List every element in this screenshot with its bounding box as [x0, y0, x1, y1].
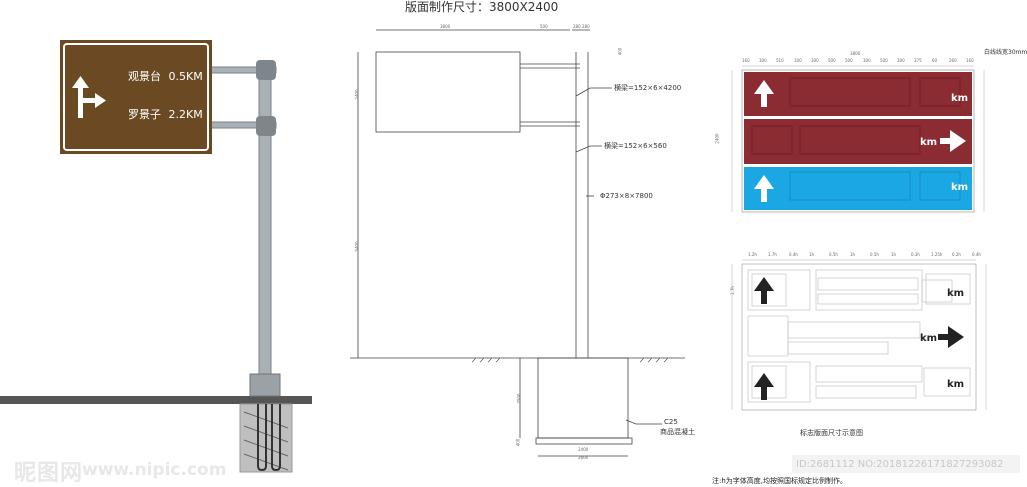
brown-sign-board — [60, 40, 212, 154]
red-panel-2 — [744, 119, 972, 164]
schematic-top-dim-10: 0.2h — [952, 252, 961, 257]
schematic-top-dim-6: 0.5h — [870, 252, 879, 257]
ground-strip — [0, 396, 312, 404]
sign-line1-place: 观景台 — [128, 70, 161, 83]
dim-height: 2400 — [354, 89, 360, 100]
concrete-type-label: 商品混凝土 — [660, 428, 695, 436]
color-panel — [731, 65, 985, 213]
schematic-right-arrow-icon — [938, 326, 964, 348]
panel-up-arrow-icon-1 — [754, 80, 774, 107]
dim-width: 3800 — [440, 24, 451, 29]
sign-line1: 观景台 0.5KM — [128, 68, 203, 84]
panel-top-dim-8: 500 — [880, 58, 888, 63]
sign-line1-dist: 0.5KM — [168, 70, 203, 83]
schematic-top-dim-3: 1h — [809, 252, 815, 257]
schematic-side-dim: 1.7h — [729, 286, 735, 295]
dim-column: 5400 — [354, 241, 360, 252]
schematic-km-1: km — [947, 288, 965, 299]
watermark-brand: 昵图网 — [14, 461, 84, 486]
schematic-top-dim-2: 0.4h — [789, 252, 798, 257]
red-panel-1 — [744, 72, 972, 116]
panel-width-dim: 3800 — [850, 51, 861, 56]
schematic-top-dim-1: 1.7h — [768, 252, 777, 257]
schematic-caption: 标志版面尺寸示意图 — [800, 429, 863, 437]
panel-top-dim-7: 300 — [863, 58, 871, 63]
panel-top-dim-11: 60 — [932, 58, 938, 63]
schematic-km-3: km — [947, 379, 965, 390]
watermark-id: ID:2681112 NO:20181226171827293082 — [796, 459, 1004, 470]
ground-hatch — [471, 357, 669, 363]
blue-panel — [744, 167, 972, 210]
dim-top-a: 280 — [573, 24, 581, 29]
anchor-bolts — [257, 404, 281, 471]
watermark-url: www.nipic.com — [82, 460, 227, 480]
dim-side: 400 — [617, 47, 623, 56]
panel-top-dim-2: 510 — [776, 58, 784, 63]
schematic-top-dim-9: 1.25h — [931, 252, 943, 257]
panel-top-dim-0: 160 — [742, 58, 750, 63]
elevation-drawing — [350, 29, 685, 457]
pole — [258, 65, 272, 385]
dim-depth: 2500 — [516, 393, 522, 404]
panel-up-arrow-icon-2 — [754, 175, 774, 202]
schematic-up-arrow-icon-1 — [754, 277, 774, 304]
panel-km-1: km — [951, 93, 969, 104]
sign-line2-dist: 2.2KM — [168, 108, 203, 121]
concrete-label: C25 — [664, 418, 678, 426]
pole-base — [249, 373, 281, 397]
clamp-bottom — [256, 116, 276, 136]
panel-top-dim-4: 300 — [811, 58, 819, 63]
schematic-up-arrow-icon-2 — [754, 373, 774, 400]
sign-line2-place: 罗景子 — [128, 108, 161, 121]
schematic-top-dim-0: 1.2h — [748, 252, 757, 257]
panel-top-dim-3: 100 — [794, 58, 802, 63]
white-line-note: 白线线宽30mm — [984, 49, 1027, 56]
schematic-top-dim-11: 0.4h — [972, 252, 981, 257]
panel-top-dim-1: 300 — [759, 58, 767, 63]
panel-top-dims: 160 300 510 100 300 500 500 300 500 300 375 60 260 16… — [742, 58, 974, 66]
pole-label: Φ273×8×7800 — [600, 192, 653, 200]
panel-top-dim-10: 375 — [914, 58, 922, 63]
schematic-top-dims: 1.2h 1.7h 0.4h 1h 0.5h 1h 0.5h 1h 0.3h 1.25h 0.2h 0… — [748, 252, 981, 260]
page-title: 版面制作尺寸：3800X2400 — [405, 0, 559, 14]
dim-base: 400 — [515, 438, 521, 447]
beam2-label: 横梁=152×6×560 — [604, 142, 667, 150]
schematic-top-dim-7: 1h — [891, 252, 897, 257]
panel-top-dim-6: 500 — [845, 58, 853, 63]
dim-mid: 500 — [540, 24, 548, 29]
sign-border — [63, 43, 209, 151]
panel-top-dim-5: 500 — [828, 58, 836, 63]
footnote: 注:h为字体高度,均按照国标规定比例制作。 — [712, 477, 848, 485]
panel-km-3: km — [951, 182, 969, 193]
panel-km-2: km — [920, 137, 938, 148]
schematic-top-dim-5: 1h — [850, 252, 856, 257]
panel-right-arrow-icon — [940, 130, 966, 152]
dim-foot-a: 2400 — [578, 447, 589, 452]
watermark-id-bar — [792, 455, 1020, 473]
sign-line2: 罗景子 2.2KM — [128, 106, 203, 122]
schematic-top-dim-8: 0.3h — [911, 252, 920, 257]
beam1-label: 横梁=152×6×4200 — [614, 84, 682, 92]
panel-side-dim: 2400 — [714, 133, 720, 144]
board-outline — [375, 51, 521, 133]
arrow-up-right-icon — [72, 76, 106, 118]
photo-sign-illustration — [0, 40, 312, 473]
clamp-top — [256, 60, 276, 80]
dim-top-b: 280 — [582, 24, 590, 29]
panel-top-dim-12: 260 — [949, 58, 957, 63]
schematic-km-2: km — [920, 333, 938, 344]
dim-foot-b: 2600 — [578, 455, 589, 460]
panel-top-dim-13: 160 — [966, 58, 974, 63]
panel-top-dim-9: 300 — [897, 58, 905, 63]
schematic-top-dim-4: 0.5h — [829, 252, 838, 257]
schematic-panel — [731, 259, 987, 411]
